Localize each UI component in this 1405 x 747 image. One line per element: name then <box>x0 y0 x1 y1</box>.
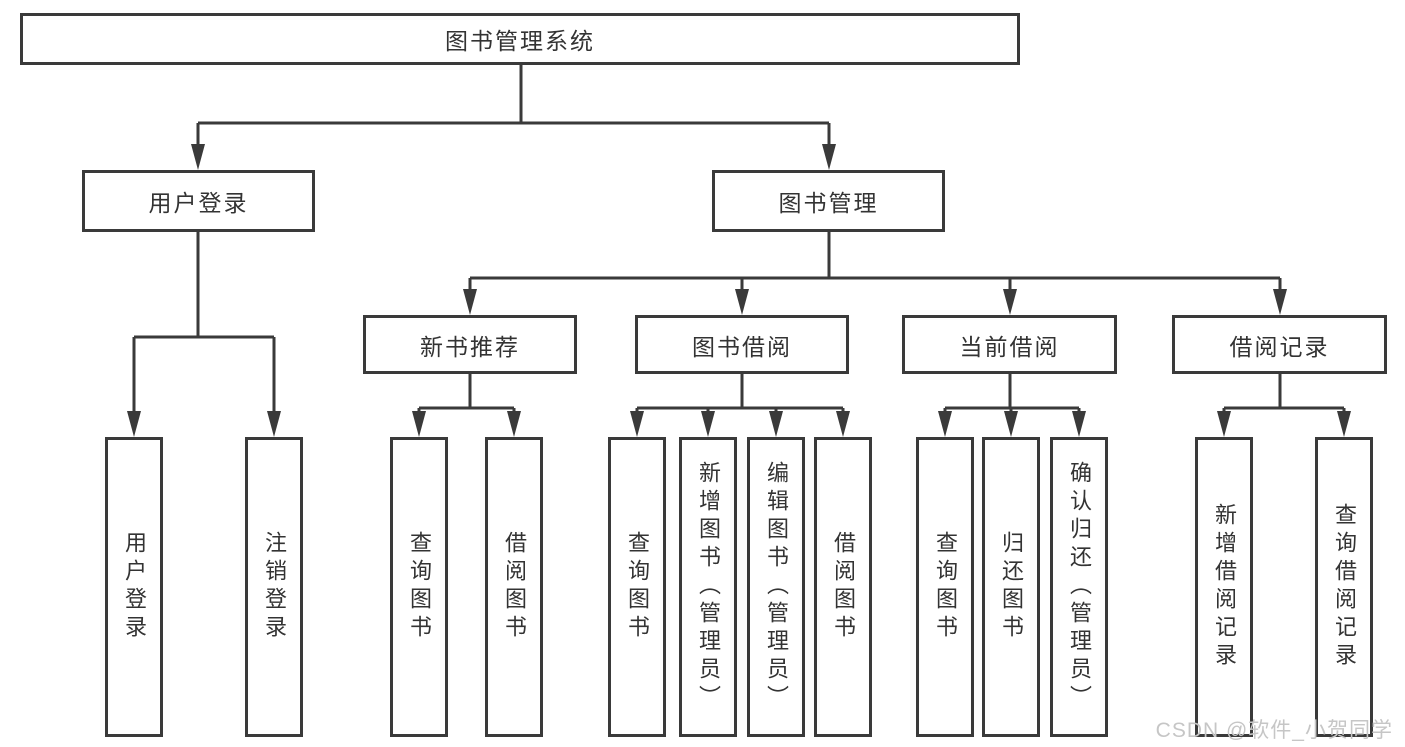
node-leaf-cb-return-books: 归还图书 <box>982 437 1040 737</box>
node-label: 编辑图书（管理员） <box>764 461 789 713</box>
node-leaf-br-add-record: 新增借阅记录 <box>1195 437 1253 737</box>
csdn-watermark: CSDN @软件_小贺同学 <box>1155 719 1393 742</box>
node-label: 用户登录 <box>148 190 249 216</box>
node-new-book-recommend: 新书推荐 <box>363 315 577 374</box>
node-leaf-cb-query-books: 查询图书 <box>916 437 974 737</box>
node-label: 借阅记录 <box>1229 333 1330 360</box>
node-label: 确认归还（管理员） <box>1067 461 1092 713</box>
node-book-borrowing: 图书借阅 <box>635 315 849 374</box>
node-leaf-bb-add-books-admin: 新增图书（管理员） <box>679 437 737 737</box>
node-leaf-nbr-query-books: 查询图书 <box>390 437 448 737</box>
node-label: 新增图书（管理员） <box>696 461 721 713</box>
node-label: 注销登录 <box>262 531 287 643</box>
node-leaf-logout: 注销登录 <box>245 437 303 737</box>
node-label: 查询图书 <box>933 531 958 643</box>
node-label: 借阅图书 <box>831 531 856 643</box>
node-label: 图书管理 <box>778 190 879 216</box>
node-leaf-bb-borrow-books: 借阅图书 <box>814 437 872 737</box>
node-label: 图书借阅 <box>692 333 792 360</box>
node-current-borrowing: 当前借阅 <box>902 315 1117 374</box>
node-user-login: 用户登录 <box>82 170 315 232</box>
node-label: 查询图书 <box>625 531 650 643</box>
node-label: 新书推荐 <box>420 333 520 360</box>
node-label: 查询图书 <box>407 531 432 643</box>
node-label: 当前借阅 <box>959 333 1060 360</box>
node-root-system: 图书管理系统 <box>20 13 1020 65</box>
node-leaf-user-login: 用户登录 <box>105 437 163 737</box>
node-label: 新增借阅记录 <box>1212 503 1237 671</box>
node-leaf-bb-edit-books-admin: 编辑图书（管理员） <box>747 437 805 737</box>
node-label: 借阅图书 <box>502 531 527 643</box>
node-borrowing-records: 借阅记录 <box>1172 315 1387 374</box>
node-leaf-br-query-record: 查询借阅记录 <box>1315 437 1373 737</box>
node-leaf-nbr-borrow-books: 借阅图书 <box>485 437 543 737</box>
node-label: 图书管理系统 <box>445 28 595 54</box>
node-leaf-bb-query-books: 查询图书 <box>608 437 666 737</box>
node-book-management: 图书管理 <box>712 170 945 232</box>
node-label: 归还图书 <box>999 531 1024 643</box>
node-label: 用户登录 <box>122 531 147 643</box>
node-label: 查询借阅记录 <box>1332 503 1357 671</box>
node-leaf-cb-confirm-return-admin: 确认归还（管理员） <box>1050 437 1108 737</box>
